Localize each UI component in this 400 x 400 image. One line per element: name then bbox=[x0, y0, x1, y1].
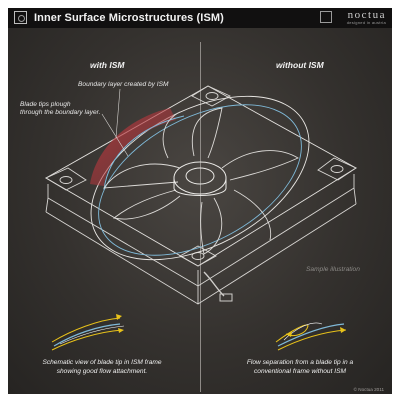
label-boundary-layer: Boundary layer created by ISM bbox=[78, 81, 169, 88]
owl-mark-icon bbox=[320, 11, 332, 23]
copyright: © Noctua 2011 bbox=[353, 387, 384, 392]
fan-hub bbox=[173, 161, 227, 196]
caption-without-ism-line1: Flow separation from a blade tip in a bbox=[246, 359, 354, 366]
brand-name: noctua bbox=[347, 9, 386, 21]
fan-connector bbox=[219, 293, 233, 302]
heading-with-ism: with ISM bbox=[90, 60, 125, 70]
noctua-logo: noctua designed in austria bbox=[320, 9, 386, 26]
ism-boundary-layer bbox=[90, 108, 176, 186]
fan-illustration bbox=[45, 85, 357, 351]
flow-diagram-without-ism bbox=[275, 322, 347, 351]
fan-blades bbox=[103, 107, 299, 255]
caption-with-ism-line1: Schematic view of blade tip in ISM frame bbox=[42, 359, 162, 366]
header-bar: Inner Surface Microstructures (ISM) noct… bbox=[8, 8, 392, 28]
caption-without-ism: Flow separation from a blade tip in a co… bbox=[208, 359, 392, 376]
sample-illustration-note: Sample illustration bbox=[306, 266, 360, 273]
caption-with-ism: Schematic view of blade tip in ISM frame… bbox=[10, 359, 194, 376]
page-title: Inner Surface Microstructures (ISM) bbox=[34, 12, 224, 24]
label-blade-tips-line2: through the boundary layer. bbox=[20, 109, 101, 116]
label-blade-tips-line1: Blade tips plough bbox=[20, 101, 71, 108]
brand-tagline: designed in austria bbox=[346, 20, 386, 25]
caption-without-ism-line2: conventional frame without ISM bbox=[254, 367, 346, 375]
diagram-frame: Inner Surface Microstructures (ISM) noct… bbox=[8, 8, 392, 394]
heading-without-ism: without ISM bbox=[276, 60, 324, 70]
caption-with-ism-line2: showing good flow attachment. bbox=[56, 367, 148, 375]
noctua-square-icon bbox=[14, 11, 27, 24]
leader-lines bbox=[101, 88, 129, 157]
flow-diagram-with-ism bbox=[51, 314, 125, 351]
